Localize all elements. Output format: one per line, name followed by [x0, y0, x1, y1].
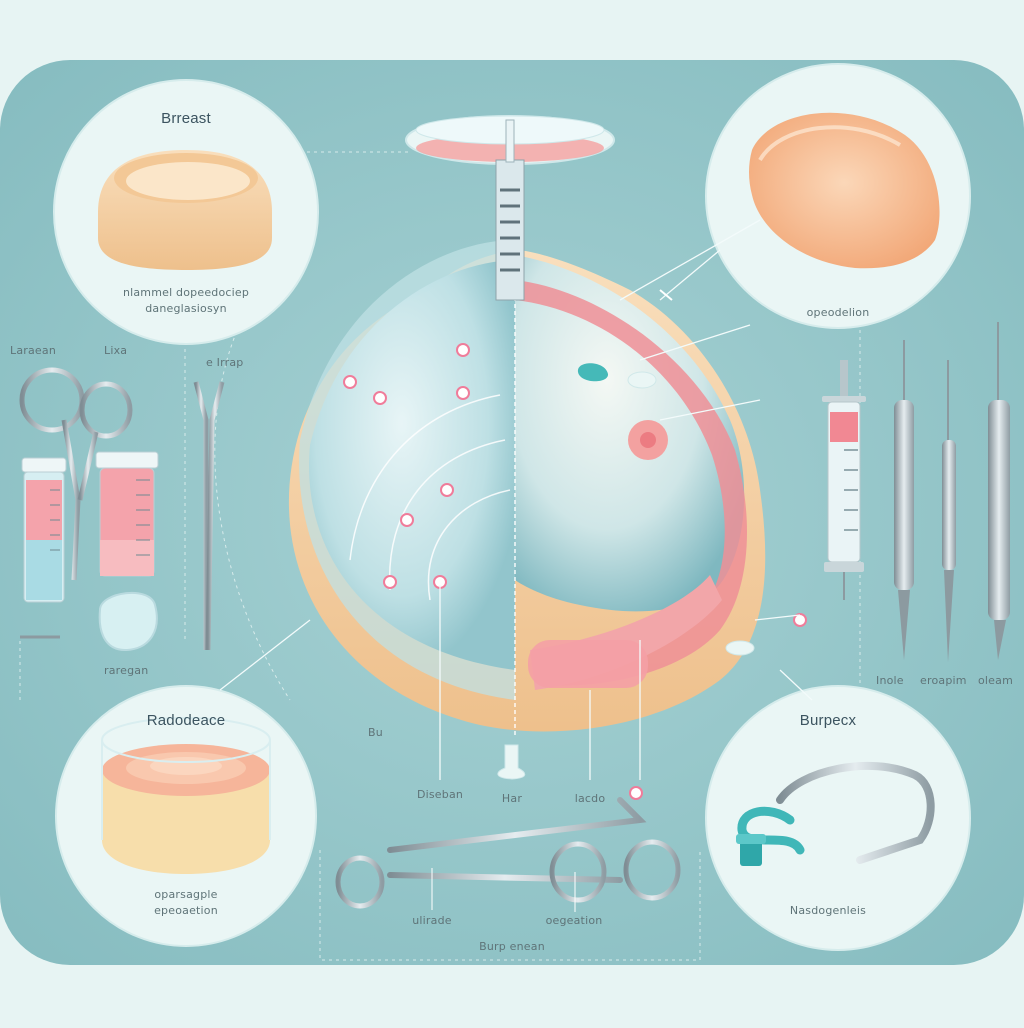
- label-right-tool-1: Inole: [876, 674, 904, 687]
- gel-dish-icon: [101, 717, 271, 874]
- label-scissors-2: oegeation: [545, 914, 603, 927]
- circle-top-left: [53, 79, 319, 345]
- label-scissors-1: ulirade: [412, 914, 452, 927]
- circle-bottom-left: [55, 685, 317, 947]
- label-bottom-left-caption-1: oparsagple: [154, 888, 218, 901]
- tube-assembly: [405, 115, 615, 301]
- tube-tool-icon: [736, 761, 935, 866]
- label-center-bu: Bu: [368, 726, 383, 739]
- label-top-right-caption: opeodelion: [806, 306, 870, 319]
- circle-top-right: [705, 63, 971, 329]
- label-left-tool-4: raregan: [104, 664, 149, 677]
- label-bottom-right-caption: Nasdogenleis: [789, 904, 867, 917]
- marker-points: [343, 343, 807, 800]
- vial-right-icon: [95, 451, 159, 577]
- label-top-left-caption-1: nlammel dopeedociep: [122, 286, 250, 299]
- label-top-left-title: Brreast: [161, 110, 211, 127]
- probe-icon: [894, 340, 914, 660]
- floating-pins: [577, 289, 755, 656]
- vial-left-icon: [21, 457, 67, 603]
- label-center-2: Har: [501, 792, 523, 805]
- label-center-1: Diseban: [416, 788, 464, 801]
- syringe-icon: [822, 360, 866, 600]
- implant-shell-icon: [749, 112, 940, 269]
- scissors-icon: [19, 367, 133, 581]
- right-tools: [822, 322, 1010, 662]
- label-bottom-right-title: Burpecx: [799, 712, 857, 729]
- gel-drop-icon: [98, 591, 158, 652]
- label-bottom-left-title: Radodeace: [146, 712, 226, 729]
- breast-form-icon: [98, 150, 272, 270]
- label-right-tool-3: oleam: [978, 674, 1014, 687]
- left-tools: [19, 367, 225, 652]
- label-right-tool-2: eroapim: [920, 674, 967, 687]
- label-bottom-left-caption-2: epeoaetion: [154, 904, 218, 917]
- leader-lines: [219, 219, 813, 780]
- elevator-icon: [942, 360, 956, 662]
- label-left-tool-2: Lixa: [104, 344, 128, 357]
- label-center-3: lacdo: [574, 792, 606, 805]
- label-left-tool-1: Laraean: [10, 344, 57, 357]
- circle-bottom-right: [705, 685, 971, 951]
- label-top-left-caption-2: daneglasiosyn: [145, 302, 227, 315]
- label-footer: Burp enean: [479, 940, 545, 953]
- scalpel-icon: [988, 322, 1010, 660]
- forceps-icon: [193, 381, 225, 651]
- bottom-scissors-icon: [335, 797, 681, 912]
- label-left-tool-3: e Irrap: [206, 356, 244, 369]
- central-anatomy: [288, 115, 807, 800]
